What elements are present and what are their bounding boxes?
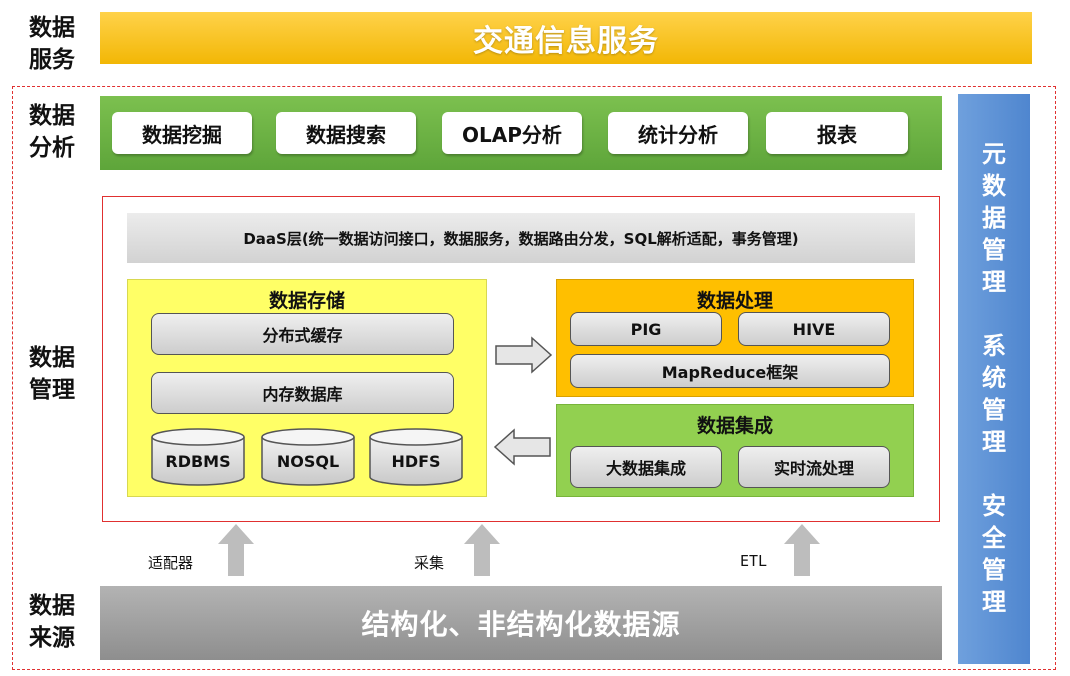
rdbms-cylinder[interactable]: RDBMS	[150, 428, 246, 486]
mapreduce-box[interactable]: MapReduce框架	[570, 354, 890, 388]
analysis-button-statistics[interactable]: 统计分析	[608, 112, 748, 154]
hdfs-cylinder[interactable]: HDFS	[368, 428, 464, 486]
rdbms-label: RDBMS	[165, 451, 231, 471]
realtime-stream-box[interactable]: 实时流处理	[738, 446, 890, 488]
layer-label-management-line2: 管理	[29, 377, 75, 403]
arrow-right-icon	[495, 336, 553, 374]
security-management-label: 安全管理	[958, 490, 1030, 618]
collect-label: 采集	[414, 554, 445, 572]
pig-box[interactable]: PIG	[570, 312, 722, 346]
analysis-button-search[interactable]: 数据搜索	[276, 112, 416, 154]
nosql-cylinder[interactable]: NOSQL	[260, 428, 356, 486]
security-char-2: 全	[982, 524, 1006, 552]
distributed-cache-box[interactable]: 分布式缓存	[151, 313, 454, 355]
management-side-panel: 元数据管理 系统管理 安全管理	[958, 94, 1030, 664]
layer-label-management-line1: 数据	[29, 345, 75, 371]
arrow-up-icon	[218, 524, 254, 576]
hive-box[interactable]: HIVE	[738, 312, 890, 346]
dashed-boundary	[12, 86, 1056, 670]
system-management-label: 系统管理	[958, 330, 1030, 458]
layer-label-services-line2: 服务	[29, 47, 75, 73]
metadata-char-5: 理	[982, 268, 1006, 296]
big-data-integration-box[interactable]: 大数据集成	[570, 446, 722, 488]
analysis-button-olap[interactable]: OLAP分析	[442, 112, 582, 154]
layer-label-source-line2: 来源	[29, 625, 75, 651]
layer-label-analysis-line2: 分析	[29, 135, 75, 161]
data-integration-title: 数据集成	[696, 415, 773, 437]
data-storage-title: 数据存储	[268, 290, 345, 312]
layer-label-source-line1: 数据	[29, 593, 75, 619]
arrow-up-icon	[464, 524, 500, 576]
system-char-3: 管	[982, 396, 1006, 424]
daas-layer: DaaS层(统一数据访问接口，数据服务，数据路由分发，SQL解析适配，事务管理)	[127, 213, 915, 263]
nosql-label: NOSQL	[276, 451, 340, 471]
layer-label-analysis-line1: 数据	[29, 103, 75, 129]
analysis-button-report[interactable]: 报表	[766, 112, 908, 154]
analysis-button-mining[interactable]: 数据挖掘	[112, 112, 252, 154]
hdfs-label: HDFS	[391, 451, 441, 471]
security-char-4: 理	[982, 588, 1006, 616]
layer-label-analysis: 数据 分析	[16, 100, 88, 164]
data-processing-title: 数据处理	[696, 290, 773, 312]
traffic-info-services-bar: 交通信息服务	[100, 12, 1032, 64]
system-char-1: 系	[982, 332, 1006, 360]
layer-label-management: 数据 管理	[16, 342, 88, 406]
database-icon	[151, 428, 245, 486]
data-source-bar: 结构化、非结构化数据源	[100, 586, 942, 660]
metadata-char-3: 据	[982, 204, 1006, 232]
security-char-3: 管	[982, 556, 1006, 584]
metadata-management-label: 元数据管理	[958, 138, 1030, 298]
arrow-up-icon	[784, 524, 820, 576]
adapter-label: 适配器	[148, 554, 194, 572]
arrow-left-icon	[493, 428, 551, 466]
system-char-2: 统	[982, 364, 1006, 392]
metadata-char-4: 管	[982, 236, 1006, 264]
security-char-1: 安	[982, 492, 1006, 520]
database-icon	[369, 428, 463, 486]
layer-label-source: 数据 来源	[16, 590, 88, 654]
metadata-char-2: 数	[982, 172, 1006, 200]
metadata-char-1: 元	[982, 140, 1006, 168]
etl-label: ETL	[740, 552, 768, 570]
database-icon	[261, 428, 355, 486]
in-memory-db-box[interactable]: 内存数据库	[151, 372, 454, 414]
layer-label-services: 数据 服务	[16, 12, 88, 76]
system-char-4: 理	[982, 428, 1006, 456]
layer-label-services-line1: 数据	[29, 15, 75, 41]
